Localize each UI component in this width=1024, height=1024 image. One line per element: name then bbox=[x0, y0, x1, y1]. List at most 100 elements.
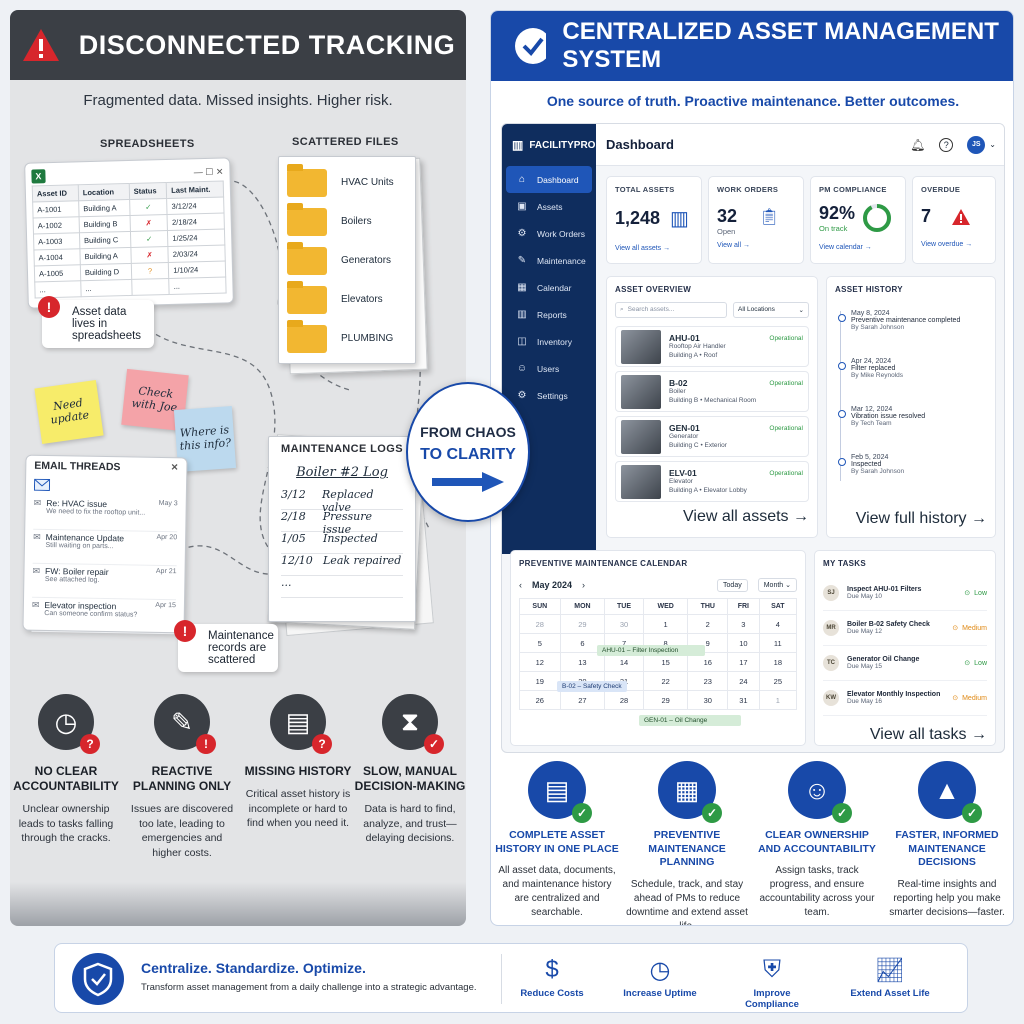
sidebar-item-reports[interactable]: ▥Reports bbox=[506, 301, 592, 328]
kpi-link[interactable]: View all → bbox=[717, 242, 750, 249]
file-folder[interactable]: PLUMBING bbox=[287, 319, 407, 358]
table-cell[interactable]: Building B bbox=[78, 215, 131, 233]
table-cell[interactable]: 1/25/24 bbox=[167, 229, 225, 247]
file-folder[interactable]: Boilers bbox=[287, 202, 407, 241]
search-input[interactable]: ⌕Search assets... bbox=[615, 302, 727, 318]
calendar-event[interactable]: AHU-01 – Filter Inspection bbox=[597, 645, 705, 656]
calendar-day[interactable]: 28 bbox=[519, 614, 561, 634]
view-select[interactable]: Month ⌄ bbox=[757, 578, 797, 592]
table-cell[interactable]: 2/18/24 bbox=[167, 213, 225, 231]
bell-icon[interactable]: 🔔︎ bbox=[910, 137, 926, 152]
calendar-day[interactable]: 25 bbox=[758, 671, 798, 691]
table-cell[interactable]: ✓ bbox=[130, 230, 169, 248]
calendar-day[interactable]: 29 bbox=[642, 690, 689, 710]
table-cell[interactable]: ✓ bbox=[129, 198, 168, 216]
calendar-day[interactable]: 17 bbox=[727, 652, 760, 672]
calendar-day[interactable]: 1 bbox=[642, 614, 689, 634]
calendar-day[interactable]: 28 bbox=[604, 690, 644, 710]
avatar[interactable]: JS bbox=[967, 135, 986, 154]
sidebar-item-inventory[interactable]: ◫Inventory bbox=[506, 328, 592, 355]
table-cell[interactable]: ? bbox=[131, 262, 169, 280]
view-tasks-link[interactable]: View all tasks → bbox=[869, 726, 987, 743]
kpi-overdue[interactable]: OVERDUE 7 View overdue → bbox=[912, 176, 996, 264]
table-cell[interactable]: Building D bbox=[80, 263, 132, 281]
calendar-day[interactable]: 23 bbox=[687, 671, 729, 691]
calendar-day[interactable]: 27 bbox=[559, 690, 606, 710]
kpi-work-orders[interactable]: WORK ORDERS 32📋︎ Open View all → bbox=[708, 176, 804, 264]
sidebar-item-settings[interactable]: ⚙Settings bbox=[506, 382, 592, 409]
kpi-total-assets[interactable]: TOTAL ASSETS 1,248▥ View all assets → bbox=[606, 176, 702, 264]
table-cell[interactable]: 1/10/24 bbox=[168, 260, 226, 279]
kpi-link[interactable]: View calendar → bbox=[819, 244, 872, 251]
chevron-down-icon[interactable]: ⌄ bbox=[989, 140, 996, 149]
table-cell[interactable]: A-1004 bbox=[33, 248, 81, 266]
sidebar-item-work-orders[interactable]: ⚙Work Orders bbox=[506, 220, 592, 247]
calendar-day[interactable]: 19 bbox=[519, 671, 561, 691]
chevron-left-icon[interactable]: ‹ bbox=[519, 580, 522, 590]
table-cell[interactable]: ✗ bbox=[129, 214, 168, 232]
file-folder[interactable]: HVAC Units bbox=[287, 163, 407, 202]
kpi-pm-compliance[interactable]: PM COMPLIANCE 92%On track View calendar … bbox=[810, 176, 906, 264]
calendar-day[interactable]: 3 bbox=[727, 614, 760, 634]
calendar-day[interactable]: 10 bbox=[727, 633, 760, 653]
chevron-right-icon[interactable]: › bbox=[582, 580, 586, 590]
close-icon[interactable]: ✕ bbox=[170, 462, 179, 473]
calendar-day[interactable]: 24 bbox=[727, 671, 760, 691]
sidebar-item-dashboard[interactable]: ⌂Dashboard bbox=[506, 166, 592, 193]
calendar-day[interactable]: 29 bbox=[559, 614, 606, 634]
table-cell[interactable]: A-1002 bbox=[33, 216, 80, 235]
table-cell[interactable]: ... bbox=[168, 276, 227, 295]
today-button[interactable]: Today bbox=[717, 578, 748, 592]
calendar-event[interactable]: GEN-01 – Oil Change bbox=[639, 715, 741, 726]
location-select[interactable]: All Locations⌄ bbox=[733, 302, 809, 318]
help-icon[interactable]: ? bbox=[939, 137, 954, 152]
sidebar-item-maintenance[interactable]: ✎Maintenance bbox=[506, 247, 592, 274]
table-cell[interactable]: ... bbox=[34, 280, 82, 298]
table-cell[interactable]: ✗ bbox=[130, 246, 169, 264]
calendar-day[interactable]: 11 bbox=[758, 633, 798, 653]
view-history-link[interactable]: View full history → bbox=[855, 510, 987, 527]
kpi-link[interactable]: View overdue → bbox=[921, 241, 973, 248]
table-cell[interactable]: A-1003 bbox=[33, 232, 80, 250]
view-all-assets-link[interactable]: View all assets → bbox=[683, 508, 809, 525]
calendar-day[interactable]: 30 bbox=[604, 614, 644, 634]
calendar-event[interactable]: B-02 – Safety Check bbox=[557, 681, 627, 692]
table-cell[interactable]: A-1005 bbox=[34, 264, 81, 282]
calendar-day[interactable]: 22 bbox=[642, 671, 689, 691]
sidebar-item-assets[interactable]: ▣Assets bbox=[506, 193, 592, 220]
window-controls-icon[interactable]: — ☐ ✕ bbox=[193, 166, 224, 177]
file-folder[interactable]: Elevators bbox=[287, 280, 407, 319]
sidebar-item-calendar[interactable]: ▦Calendar bbox=[506, 274, 592, 301]
file-folder[interactable]: Generators bbox=[287, 241, 407, 280]
calendar-day[interactable]: 26 bbox=[519, 690, 561, 710]
table-cell[interactable]: Building C bbox=[79, 231, 131, 249]
table-cell[interactable]: A-1001 bbox=[32, 200, 79, 219]
table-cell[interactable] bbox=[131, 278, 170, 296]
calendar-day[interactable]: 2 bbox=[687, 614, 729, 634]
table-cell[interactable]: Building A bbox=[79, 247, 132, 265]
calendar-day[interactable]: 4 bbox=[758, 614, 798, 634]
sidebar-item-users[interactable]: ☺Users bbox=[506, 355, 592, 382]
calendar-day[interactable]: 18 bbox=[758, 652, 798, 672]
calendar-day[interactable]: 30 bbox=[687, 690, 729, 710]
table-cell[interactable]: 2/03/24 bbox=[168, 244, 226, 263]
calendar-day[interactable]: 12 bbox=[519, 652, 561, 672]
table-cell[interactable]: ... bbox=[80, 279, 132, 297]
table-cell[interactable]: Building A bbox=[78, 199, 130, 217]
calendar-day[interactable]: 1 bbox=[758, 690, 798, 710]
calendar-day[interactable]: 5 bbox=[519, 633, 561, 653]
kpi-link[interactable]: View all assets → bbox=[615, 245, 671, 252]
calendar-day[interactable]: 31 bbox=[727, 690, 760, 710]
